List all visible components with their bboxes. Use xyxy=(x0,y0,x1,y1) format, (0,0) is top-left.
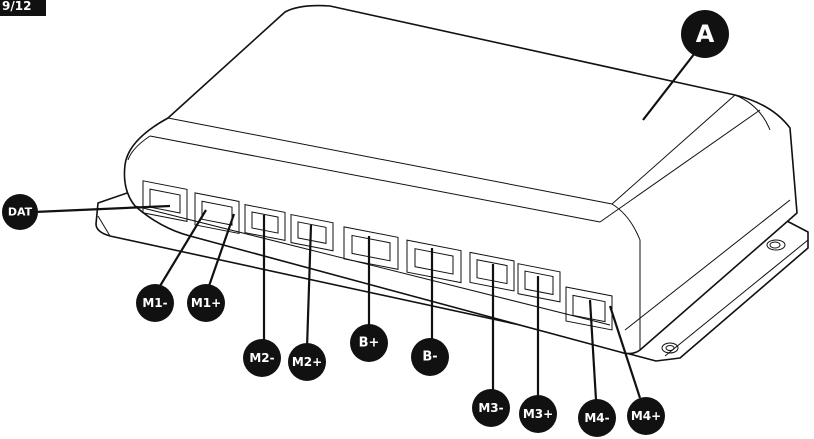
callout-m3-plus: M3+ xyxy=(519,395,557,433)
port-dat xyxy=(142,180,188,222)
mounting-hole-right xyxy=(766,239,786,251)
port-b-plus xyxy=(343,226,399,270)
callout-m4-minus: M4- xyxy=(578,399,616,437)
mounting-flange xyxy=(95,191,809,362)
callout-b-minus-label: B- xyxy=(422,350,437,365)
callout-m4-plus-label: M4+ xyxy=(631,409,661,423)
housing-body xyxy=(123,4,798,355)
callout-dat-label: DAT xyxy=(8,206,33,219)
callout-dat: DAT xyxy=(2,194,38,230)
callout-m2-plus: M2+ xyxy=(288,343,326,381)
callout-m4-minus-label: M4- xyxy=(584,411,609,425)
port-m1 xyxy=(194,192,240,235)
callout-m1-plus-label: M1+ xyxy=(191,296,221,310)
callout-m3-minus: M3- xyxy=(472,389,510,427)
callout-b-minus: B- xyxy=(411,338,449,376)
callout-m1-minus: M1- xyxy=(136,284,174,322)
callout-m4-plus: M4+ xyxy=(627,397,665,435)
callout-b-plus-label: B+ xyxy=(359,336,380,351)
callout-m3-minus-label: M3- xyxy=(478,401,503,415)
figure-number-tag: 9/12 xyxy=(0,0,46,16)
callout-m2-plus-label: M2+ xyxy=(292,355,322,369)
callout-m2-minus: M2- xyxy=(243,339,281,377)
callout-b-plus: B+ xyxy=(350,324,388,362)
callout-m1-plus: M1+ xyxy=(187,284,225,322)
callout-a: A xyxy=(681,10,729,58)
callout-a-label: A xyxy=(696,20,715,48)
callout-m1-minus-label: M1- xyxy=(142,296,167,310)
callout-m2-minus-label: M2- xyxy=(249,351,274,365)
mounting-hole-front xyxy=(661,342,679,354)
callout-m3-plus-label: M3+ xyxy=(523,407,553,421)
port-m2-plus xyxy=(290,213,334,252)
port-b-minus xyxy=(406,239,462,284)
